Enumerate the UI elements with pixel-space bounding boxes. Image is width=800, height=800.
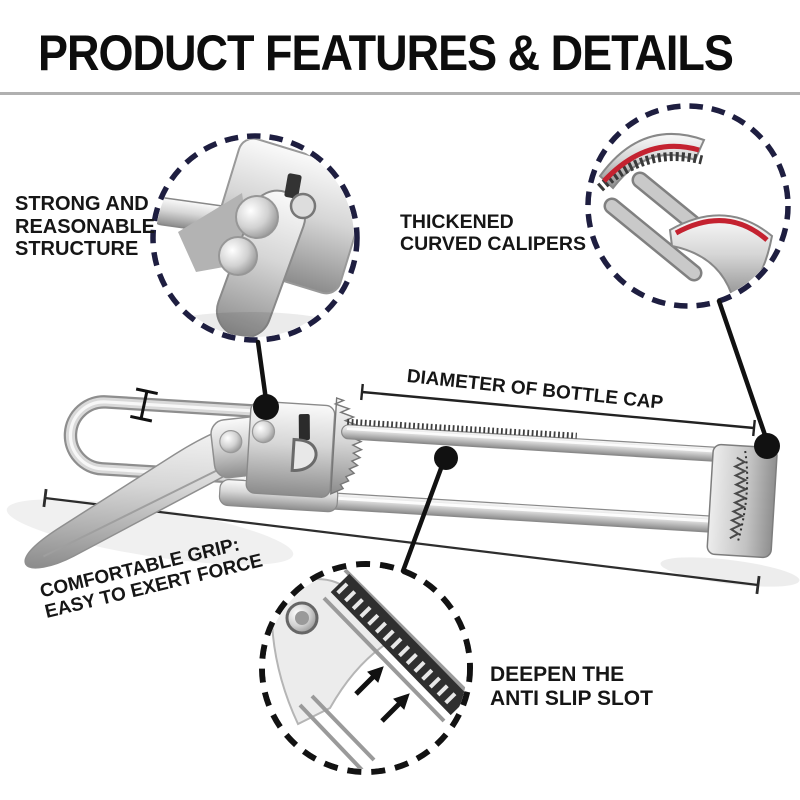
anti-slip-detail-zoom [265,567,467,769]
pointer-structure [255,339,269,403]
feature-label-slot: DEEPEN THE ANTI SLIP SLOT [490,663,653,710]
page-title: PRODUCT FEATURES & DETAILS [38,24,734,82]
feature-label-structure: STRONG AND REASONABLE STRUCTURE [15,193,156,261]
adjust-slot [298,414,310,441]
pointer-dot-calipers [754,433,780,459]
arrow-icon [354,666,410,723]
handle-measure-tick [130,387,158,423]
tool-shadow-right [660,557,800,587]
feature-label-calipers: THICKENED CURVED CALIPERS [400,211,587,256]
tool-length-measure-line [42,488,761,595]
d-ring [290,437,318,472]
calipers-detail-zoom [591,109,785,303]
curved-caliper-jaw [330,397,364,495]
sliding-jaw-block [706,443,778,559]
title-divider [0,92,800,95]
pointer-calipers [716,298,769,441]
callout-calipers-detail [585,103,791,309]
rivet [219,430,243,454]
opener-tool [24,395,778,569]
lower-rod [326,492,770,536]
pointer-slot [400,460,446,574]
callout-structure-detail [150,133,360,343]
callout-pointers [253,298,780,574]
callout-anti-slip-detail [259,561,473,775]
ratchet-rod [341,418,764,465]
structure-detail-zoom [156,139,354,337]
loop-handle [63,395,257,485]
pointer-dot-structure [253,394,279,420]
pointer-dot-slot [434,446,458,470]
diameter-measure-line [360,383,756,437]
rivet [251,420,276,444]
